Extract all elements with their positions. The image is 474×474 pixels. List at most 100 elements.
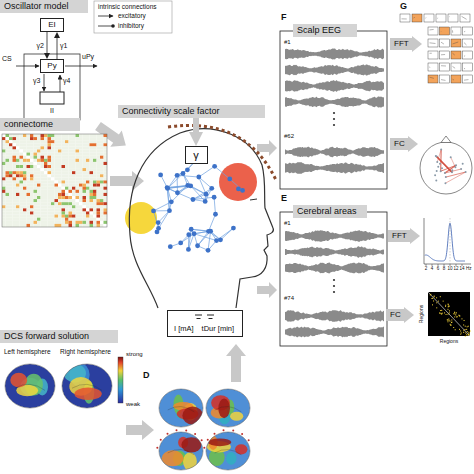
panel-header: DCS forward solution — [0, 330, 118, 343]
brain-map — [159, 432, 203, 471]
node-text: Py — [47, 61, 56, 70]
brain-map — [159, 389, 203, 427]
brain-outline — [5, 364, 55, 408]
axis-unit: Hz — [466, 266, 472, 271]
signal-trace — [285, 162, 384, 174]
panel-letter: F — [281, 12, 287, 22]
connection-gain: γ4 — [63, 77, 70, 85]
legend-text: inhibitory — [118, 22, 144, 29]
node-text: DCS forward solution — [4, 331, 89, 341]
brain-map — [206, 432, 250, 470]
flow-arrow — [92, 118, 277, 440]
transform-arrow: FFT — [390, 36, 422, 52]
channel-number: #1 — [284, 39, 291, 46]
electrode-array — [168, 125, 276, 180]
channel-number: #74 — [284, 295, 294, 302]
node-text: FFT — [394, 39, 409, 48]
colorbar-label: strong — [126, 351, 143, 358]
brain-outline — [206, 432, 250, 470]
ellipsis-dots — [333, 112, 335, 293]
input-arrow — [16, 66, 39, 67]
connection-line — [44, 74, 45, 91]
panel-header: Scalp EEG — [293, 24, 357, 37]
stimulator-box: I [mA]tDur [min] — [167, 310, 243, 337]
eye-mark — [250, 199, 257, 200]
node-text: Connectivity scale factor — [122, 106, 220, 116]
brain-map — [62, 363, 112, 408]
colorbar-label: weak — [126, 401, 140, 408]
matrix-diagonal — [428, 292, 470, 336]
axis-label: Regions — [440, 339, 458, 345]
brain-outline — [62, 364, 112, 408]
view-label: Right hemisphere — [60, 348, 111, 355]
signal-trace — [285, 246, 384, 257]
node-text: connectome — [4, 119, 53, 129]
node-text: Cerebral areas — [297, 206, 357, 216]
matrix-dots — [430, 294, 471, 337]
panel-header: Cerebral areas — [293, 205, 367, 218]
brain-outline — [159, 432, 203, 470]
signal-trace — [285, 49, 384, 60]
tick-label: 6 — [437, 266, 440, 271]
connection-arrow — [57, 38, 58, 59]
output-arrow — [65, 66, 97, 67]
node-text: Oscillator model — [4, 1, 69, 11]
connection-gain: γ1 — [60, 41, 67, 49]
transform-arrow: FC — [386, 307, 414, 323]
axis-label: Regions — [419, 305, 425, 323]
topo-head — [420, 142, 472, 194]
panel-header: Oscillator model — [0, 0, 88, 13]
signal-trace — [285, 326, 384, 337]
panel-header: connectome — [0, 118, 80, 131]
signal-trace — [285, 64, 384, 75]
population-box: EI — [40, 18, 64, 32]
panel-frame — [280, 31, 387, 189]
panel-frame — [280, 212, 387, 346]
panel-header: Connectivity scale factor — [118, 105, 265, 118]
peak-marker — [450, 218, 451, 264]
signal-trace — [285, 263, 384, 274]
signal-trace — [285, 96, 384, 107]
brain-outline — [159, 389, 203, 427]
tick-label: 2 — [425, 266, 428, 271]
node-text: γ — [193, 149, 199, 161]
model-frame — [24, 54, 80, 120]
flow-arrow — [193, 118, 199, 132]
connectome-matrix — [2, 134, 107, 227]
legend-frame — [94, 1, 172, 33]
colorbar — [118, 357, 123, 403]
population-label: II — [50, 107, 54, 115]
stimulation-spot — [219, 163, 257, 201]
brain-outline — [206, 389, 250, 427]
signal-trace — [285, 80, 384, 92]
connection-gain: γ2 — [37, 41, 44, 49]
electrode-dots — [203, 429, 249, 448]
spectrum-curve — [425, 223, 465, 261]
signal-name: uPy — [82, 53, 94, 61]
tick-label: 4 — [431, 266, 434, 271]
electrode-dots — [156, 429, 202, 448]
topo-nose — [441, 136, 451, 143]
node-text: I [mA] — [174, 324, 194, 334]
population-box: Py — [40, 59, 64, 73]
legend-heading: intrinsic connections — [98, 3, 157, 10]
interneuron-box — [40, 92, 64, 104]
legend-text: excitatory — [118, 12, 146, 19]
panel-letter: E — [281, 193, 287, 203]
tick-label: 10 — [447, 266, 452, 271]
legend-sample — [98, 16, 113, 17]
signal-trace — [285, 230, 384, 242]
connection-gain: γ3 — [33, 77, 40, 85]
transform-arrow: FC — [390, 136, 418, 152]
battery-symbol — [195, 315, 214, 319]
tick-label: 8 — [443, 266, 446, 271]
plot-axes — [424, 218, 471, 264]
panel-letter: D — [143, 370, 150, 380]
connection-arrow — [47, 32, 48, 53]
node-text: FFT — [392, 231, 407, 240]
channel-number: #1 — [284, 220, 291, 227]
node-text: FC — [394, 139, 405, 148]
connection-line — [60, 75, 61, 92]
brain-map — [206, 389, 250, 427]
tick-label: 14 — [459, 266, 464, 271]
